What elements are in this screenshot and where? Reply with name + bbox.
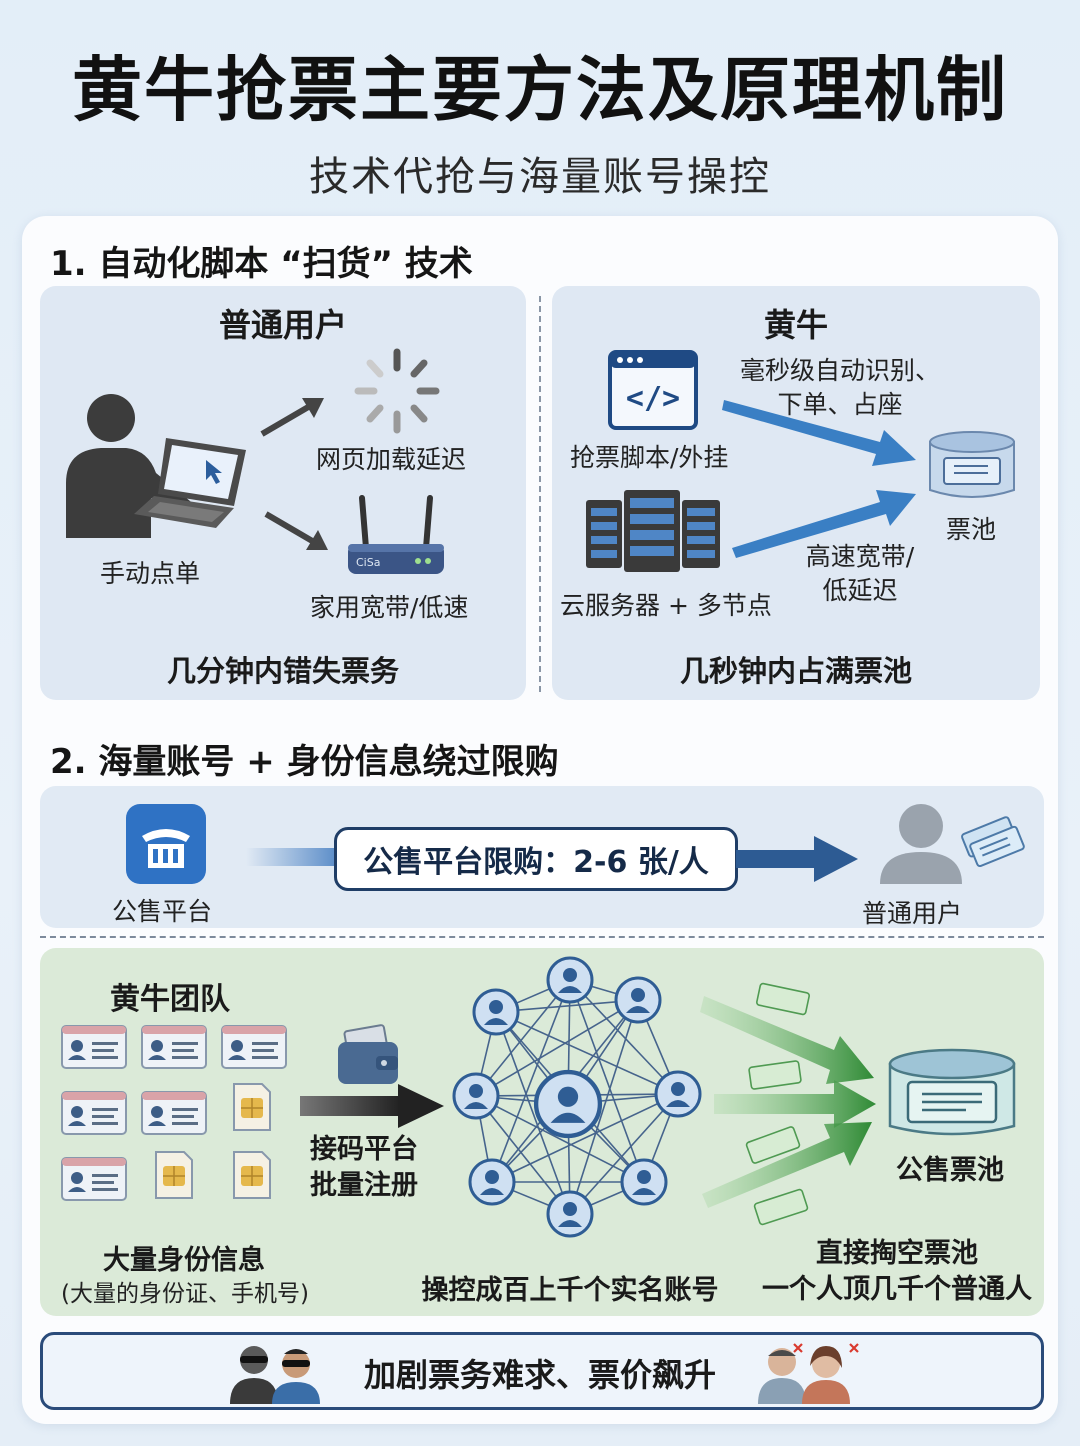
person-laptop-icon [66,394,246,538]
impact-text: 加剧票务难求、票价飙升 [363,1356,716,1394]
tickets-icon [961,816,1025,868]
ticket-pool-icon [929,431,1015,498]
server-to-pool-arrow [732,490,916,558]
scalper-team-panel [40,948,1044,1316]
drain-arrows [700,982,876,1226]
arrow-to-router [264,511,328,550]
router-icon: CiSa [348,495,444,574]
identity-info-label: 大量身份信息 [103,1245,265,1276]
page-subtitle: 技术代抢与海量账号操控 [309,154,771,200]
ordinary-user-conclusion: 几分钟内错失票务 [166,654,399,688]
platform-label: 公售平台 [112,897,213,926]
account-network-icon [452,956,702,1238]
wallet-icon [338,1024,398,1084]
register-arrow [300,1084,444,1128]
limit-arrow-head [736,836,858,882]
cloud-server-label: 云服务器 + 多节点 [560,591,772,620]
code-window-icon: </> [608,350,698,430]
auto-detect-line1: 毫秒级自动识别、 [739,356,940,385]
drain-result-label: 直接掏空票池 一个人顶几千个普通人 [752,1236,1042,1308]
high-speed-label: 高速宽带/ 低延迟 [790,540,930,608]
impact-banner [40,1332,1044,1410]
scalper-conclusion: 几秒钟内占满票池 [679,654,912,688]
section1-divider [539,296,541,692]
auto-detect-label: 毫秒级自动识别、 下单、占座 [730,354,950,422]
purchase-limit-box: 公售平台限购：2-6 张/人 [334,827,738,891]
router-brand-text: CiSa [356,556,380,569]
ordinary-user-icon [880,804,962,884]
loading-spinner-icon [354,348,440,434]
platform-app-icon [126,804,206,884]
home-broadband-label: 家用宽带/低速 [310,593,469,622]
section2-divider [40,936,1044,938]
scalper-team-title: 黄牛团队 [110,982,230,1017]
limit-arrow-tail [246,848,338,866]
ordinary-user-title: 普通用户 [218,306,347,344]
loading-delay-label: 网页加载延迟 [316,445,467,474]
arrow-to-loading [260,398,324,437]
drain-result-line2: 一个人顶几千个普通人 [762,1274,1032,1305]
sms-register-label: 接码平台 批量注册 [310,1132,418,1204]
scalpers-icon [230,1346,320,1404]
script-label: 抢票脚本/外挂 [570,443,729,472]
identity-info-sub: (大量的身份证、手机号) [61,1281,309,1307]
network-label: 操控成百上千个实名账号 [421,1275,719,1306]
page-title: 黄牛抢票主要方法及原理机制 [72,49,1008,131]
public-pool-label: 公售票池 [896,1155,1004,1186]
sms-register-line1: 接码平台 [310,1134,418,1165]
drain-result-line1: 直接掏空票池 [816,1238,978,1269]
public-ticket-pool-icon [888,1048,1016,1136]
high-speed-line1: 高速宽带/ [805,542,915,571]
scalper-title: 黄牛 [763,306,828,344]
ordinary-user-label: 普通用户 [862,899,963,928]
section2-heading: 2. 海量账号 + 身份信息绕过限购 [50,742,559,782]
angry-users-icon [758,1343,859,1404]
sms-register-line2: 批量注册 [310,1170,418,1201]
manual-order-label: 手动点单 [100,559,201,588]
auto-detect-line2: 下单、占座 [777,390,903,419]
high-speed-line2: 低延迟 [822,576,898,605]
script-to-pool-arrow [722,400,916,466]
ticket-pool-label: 票池 [946,515,997,544]
id-and-sim-cards-icon [61,1025,287,1201]
cloud-server-icon [586,490,720,572]
code-glyph: </> [626,381,680,416]
section1-heading: 1. 自动化脚本 “扫货” 技术 [50,244,473,284]
